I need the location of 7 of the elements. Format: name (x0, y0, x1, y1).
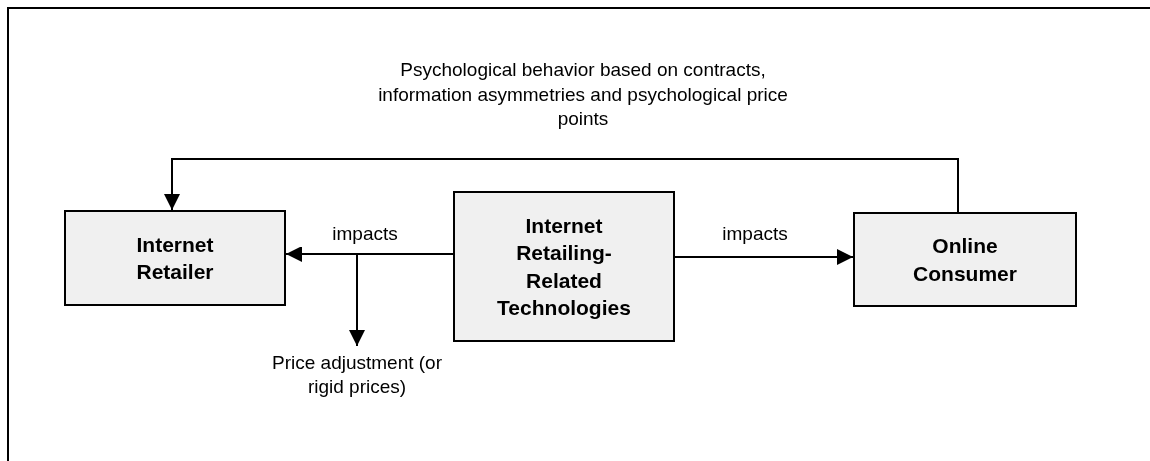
arrow (164, 158, 959, 213)
outcome-text: Price adjustment (or rigid prices) (272, 348, 442, 402)
process-box: Online Consumer (853, 212, 1077, 307)
process-box: Internet Retailing-Related Technologies (453, 191, 675, 342)
arrow (349, 253, 454, 347)
process-box: Internet Retailer (64, 210, 286, 306)
arrow (674, 249, 854, 265)
